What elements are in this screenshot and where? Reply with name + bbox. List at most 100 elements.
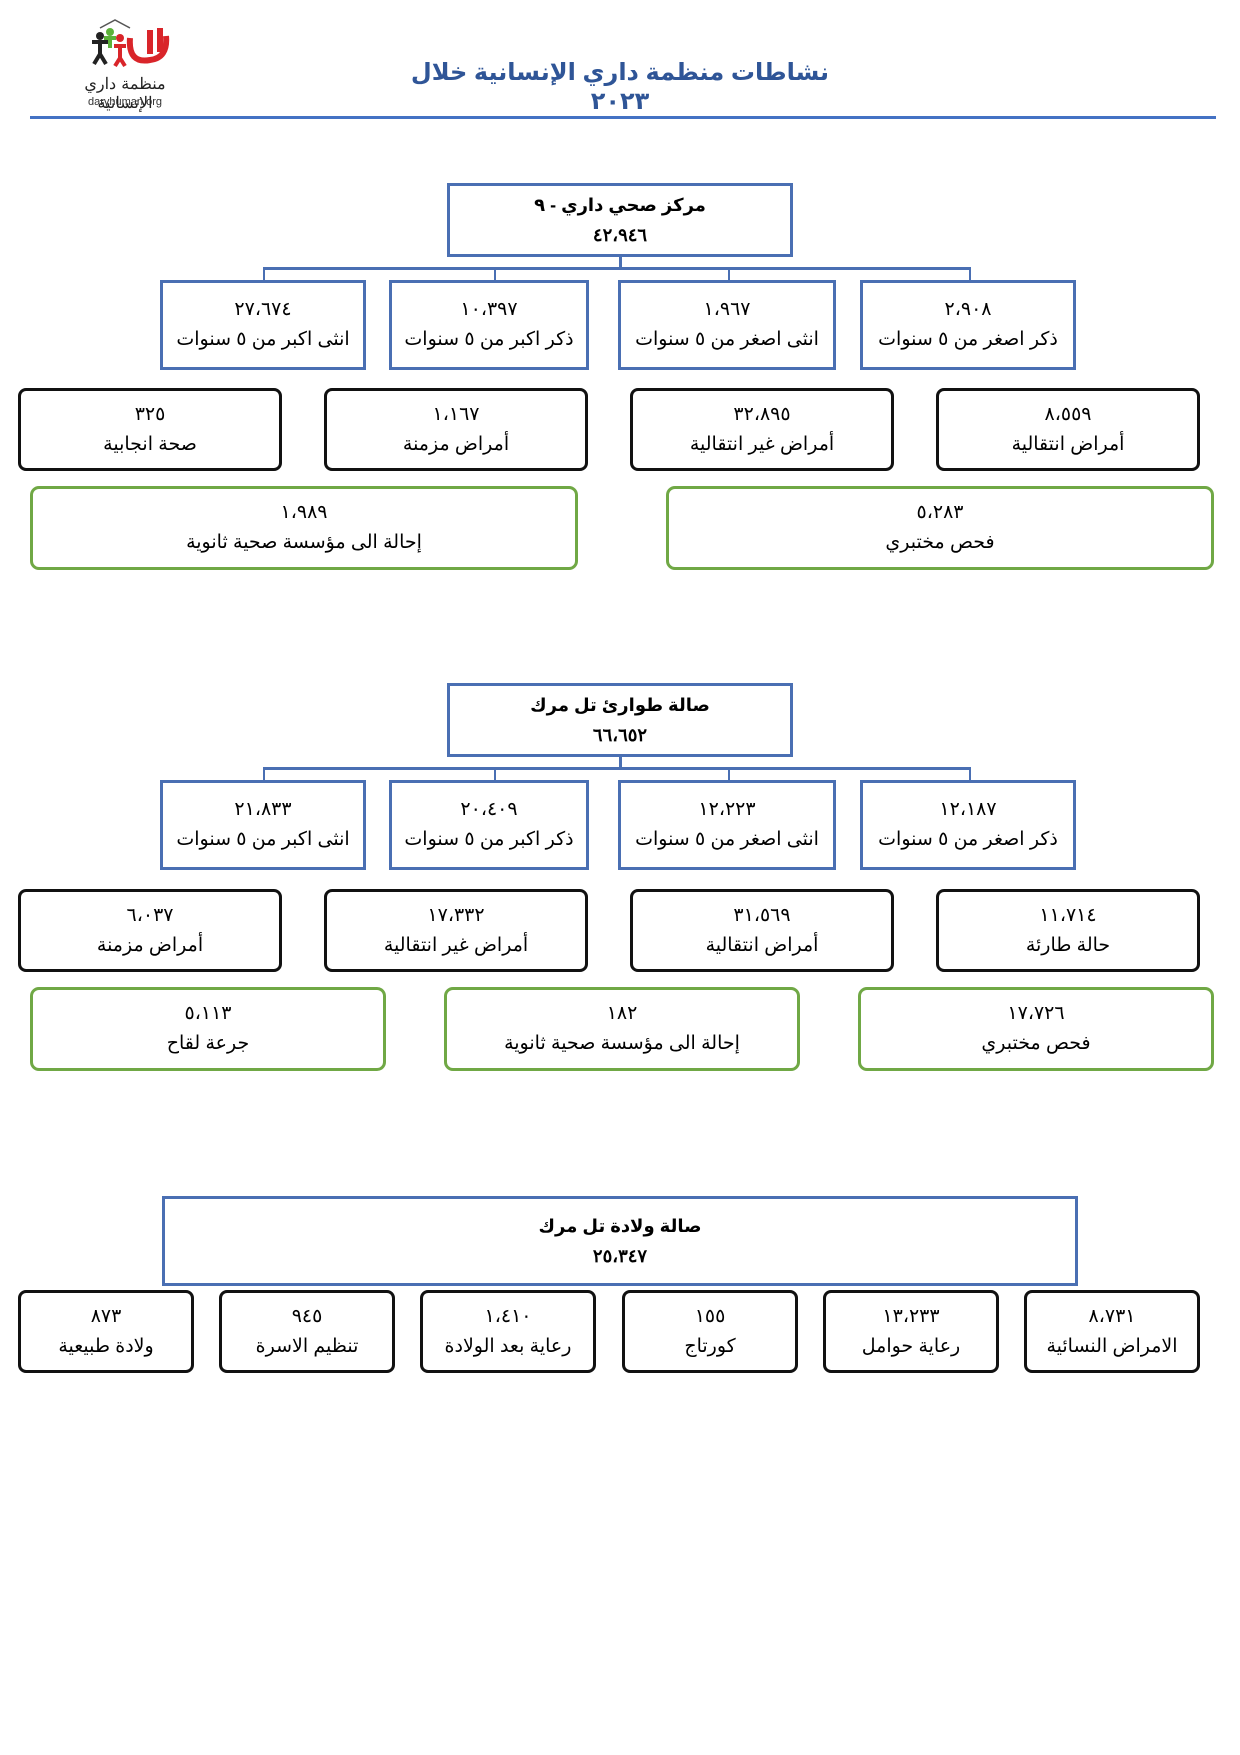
demographic-box: ٢٠،٤٠٩ ذكر اكبر من ٥ سنوات [389, 780, 589, 870]
demographic-box: ٢١،٨٣٣ انثى اكبر من ٥ سنوات [160, 780, 366, 870]
service-box: ٣٢٥ صحة انجابية [18, 388, 282, 471]
section-title: صالة ولادة تل مرك [538, 1216, 702, 1236]
other-service-label: إحالة الى مؤسسة صحية ثانوية [186, 532, 422, 553]
page-title: نشاطات منظمة داري الإنسانية خلال ٢٠٢٣ [410, 59, 830, 115]
demographic-label: ذكر اكبر من ٥ سنوات [404, 829, 574, 850]
other-service-value: ١٧،٧٢٦ [1007, 1002, 1065, 1024]
logo-mark-icon [92, 19, 170, 68]
service-value: ٨٧٣ [90, 1304, 122, 1327]
section-header-box: صالة ولادة تل مرك ٢٥،٣٤٧ [162, 1196, 1078, 1286]
service-value: ٣٢،٨٩٥ [733, 402, 791, 425]
service-label: حالة طارئة [1025, 934, 1111, 956]
service-box: ١،٤١٠ رعاية بعد الولادة [420, 1290, 596, 1373]
demographic-label: ذكر اصغر من ٥ سنوات [878, 829, 1058, 850]
connector-line [263, 267, 265, 282]
demographic-box: ٢٧،٦٧٤ انثى اكبر من ٥ سنوات [160, 280, 366, 370]
service-box: ١٥٥ كورتاج [622, 1290, 798, 1373]
other-service-label: فحص مختبري [885, 532, 995, 553]
service-box: ٨٧٣ ولادة طبيعية [18, 1290, 194, 1373]
service-value: ١٣،٢٣٣ [882, 1304, 940, 1327]
demographic-label: ذكر اصغر من ٥ سنوات [878, 329, 1058, 350]
other-service-label: جرعة لقاح [166, 1033, 250, 1054]
service-value: ٨،٥٥٩ [1044, 402, 1092, 425]
demographic-value: ١،٩٦٧ [703, 298, 751, 320]
other-service-box: ١٨٢ إحالة الى مؤسسة صحية ثانوية [444, 987, 800, 1071]
service-value: ٣١،٥٦٩ [733, 903, 791, 926]
demographic-box: ١٢،٢٢٣ انثى اصغر من ٥ سنوات [618, 780, 836, 870]
connector-line [969, 767, 971, 782]
service-box: ٨،٥٥٩ أمراض انتقالية [936, 388, 1200, 471]
connector-line [263, 767, 265, 782]
service-label: صحة انجابية [103, 433, 197, 455]
demographic-value: ٢٠،٤٠٩ [460, 798, 518, 820]
service-label: أمراض غير انتقالية [383, 934, 529, 956]
service-label: ولادة طبيعية [58, 1335, 154, 1357]
section-total: ٦٦،٦٥٢ [592, 725, 648, 746]
demographic-value: ٢١،٨٣٣ [234, 798, 292, 820]
section-total: ٤٢،٩٤٦ [592, 225, 648, 246]
demographic-label: انثى اصغر من ٥ سنوات [635, 829, 819, 850]
service-value: ١،٤١٠ [484, 1304, 532, 1327]
other-service-box: ٥،١١٣ جرعة لقاح [30, 987, 386, 1071]
service-label: تنظيم الاسرة [255, 1335, 359, 1357]
demographic-value: ١٢،٢٢٣ [698, 798, 756, 820]
service-box: ٩٤٥ تنظيم الاسرة [219, 1290, 395, 1373]
demographic-label: انثى اكبر من ٥ سنوات [176, 829, 350, 850]
organization-logo: منظمة داري الإنسانية daryhuman.org [70, 18, 180, 113]
other-service-label: إحالة الى مؤسسة صحية ثانوية [504, 1033, 740, 1054]
other-service-box: ٥،٢٨٣ فحص مختبري [666, 486, 1214, 570]
service-label: أمراض انتقالية [1011, 433, 1125, 455]
connector-line [619, 757, 622, 769]
other-service-value: ٥،٢٨٣ [916, 501, 964, 523]
demographic-box: ١٢،١٨٧ ذكر اصغر من ٥ سنوات [860, 780, 1076, 870]
connector-line [969, 267, 971, 282]
demographic-value: ٢،٩٠٨ [944, 298, 992, 320]
demographic-box: ٢،٩٠٨ ذكر اصغر من ٥ سنوات [860, 280, 1076, 370]
demographic-label: انثى اصغر من ٥ سنوات [635, 329, 819, 350]
service-value: ١٥٥ [694, 1304, 726, 1327]
service-label: رعاية حوامل [861, 1335, 961, 1357]
demographic-value: ١٠،٣٩٧ [460, 298, 518, 320]
service-value: ٩٤٥ [291, 1304, 323, 1327]
service-label: أمراض غير انتقالية [689, 433, 835, 455]
section-header-box: مركز صحي داري - ٩ ٤٢،٩٤٦ [447, 183, 793, 257]
service-box: ١،١٦٧ أمراض مزمنة [324, 388, 588, 471]
demographic-box: ١٠،٣٩٧ ذكر اكبر من ٥ سنوات [389, 280, 589, 370]
service-value: ١،١٦٧ [432, 402, 480, 425]
service-label: كورتاج [684, 1335, 736, 1357]
connector-line [263, 267, 971, 270]
service-box: ٣٢،٨٩٥ أمراض غير انتقالية [630, 388, 894, 471]
service-box: ١١،٧١٤ حالة طارئة [936, 889, 1200, 972]
connector-line [619, 257, 622, 269]
service-label: أمراض انتقالية [705, 934, 819, 956]
connector-line [263, 767, 971, 770]
other-service-value: ١،٩٨٩ [280, 501, 328, 523]
logo-arabic-name: منظمة داري الإنسانية [84, 74, 166, 112]
demographic-box: ١،٩٦٧ انثى اصغر من ٥ سنوات [618, 280, 836, 370]
service-box: ١٣،٢٣٣ رعاية حوامل [823, 1290, 999, 1373]
service-box: ٦،٠٣٧ أمراض مزمنة [18, 889, 282, 972]
service-box: ٣١،٥٦٩ أمراض انتقالية [630, 889, 894, 972]
demographic-label: ذكر اكبر من ٥ سنوات [404, 329, 574, 350]
service-value: ٦،٠٣٧ [126, 903, 174, 926]
service-box: ٨،٧٣١ الامراض النسائية [1024, 1290, 1200, 1373]
connector-line [728, 267, 730, 282]
service-box: ١٧،٣٣٢ أمراض غير انتقالية [324, 889, 588, 972]
section-header-box: صالة طوارئ تل مرك ٦٦،٦٥٢ [447, 683, 793, 757]
logo-url: daryhuman.org [88, 96, 162, 108]
service-label: أمراض مزمنة [402, 433, 510, 455]
other-service-box: ١٧،٧٢٦ فحص مختبري [858, 987, 1214, 1071]
other-service-box: ١،٩٨٩ إحالة الى مؤسسة صحية ثانوية [30, 486, 578, 570]
service-value: ١٧،٣٣٢ [427, 903, 485, 926]
section-title: صالة طوارئ تل مرك [530, 695, 710, 715]
demographic-value: ١٢،١٨٧ [939, 798, 997, 820]
demographic-label: انثى اكبر من ٥ سنوات [176, 329, 350, 350]
other-service-label: فحص مختبري [981, 1033, 1091, 1054]
other-service-value: ١٨٢ [606, 1002, 638, 1024]
service-label: رعاية بعد الولادة [444, 1335, 572, 1357]
header-divider [30, 116, 1216, 119]
service-label: الامراض النسائية [1046, 1335, 1178, 1357]
demographic-value: ٢٧،٦٧٤ [234, 298, 292, 320]
connector-line [494, 267, 496, 282]
section-total: ٢٥،٣٤٧ [592, 1246, 648, 1267]
